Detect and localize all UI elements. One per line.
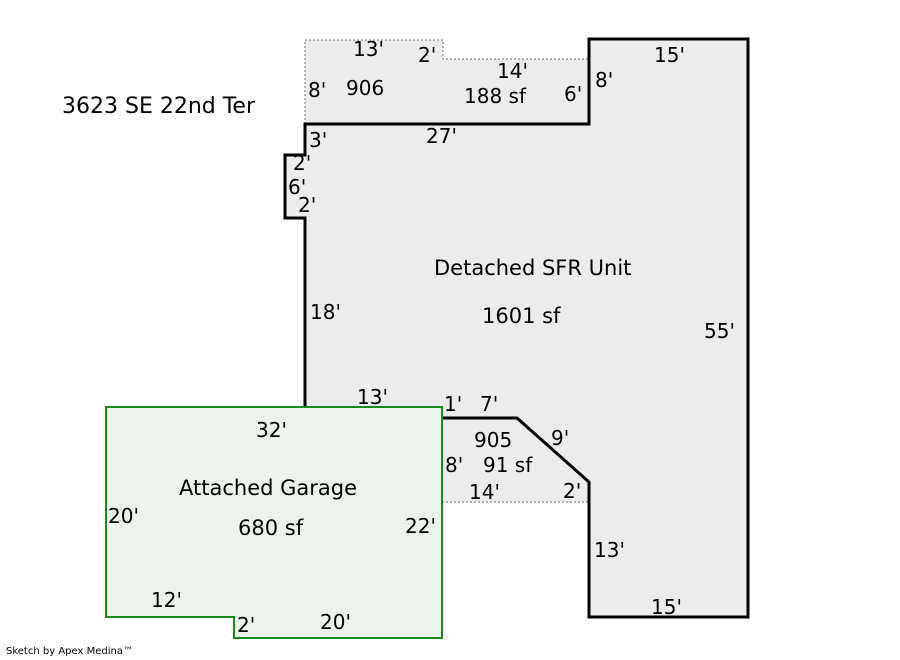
dim-label: 3' (309, 128, 328, 152)
dim-label: 8' (595, 68, 614, 92)
dim-label: 8' (308, 78, 327, 102)
dim-label: 20' (320, 610, 351, 634)
garage-name: Attached Garage (179, 476, 358, 500)
dim-label: 13' (357, 385, 388, 409)
dim-label: 6' (564, 82, 583, 106)
dim-label: 22' (405, 514, 436, 538)
dim-label: 2' (237, 613, 256, 637)
dim-label: 15' (654, 43, 685, 67)
dim-label: 13' (594, 538, 625, 562)
dim-label: 14' (497, 59, 528, 83)
main-house-name: Detached SFR Unit (434, 256, 632, 280)
dim-label: 7' (480, 392, 499, 416)
area-906-code: 906 (346, 76, 385, 100)
garage-area: 680 sf (238, 516, 304, 540)
dim-label: 20' (108, 504, 139, 528)
main-house-area: 1601 sf (482, 304, 561, 328)
dim-label: 15' (651, 595, 682, 619)
main-house-outline (283, 37, 750, 619)
dim-label: 8' (445, 453, 464, 477)
dim-label: 6' (288, 175, 307, 199)
dim-label: 14' (469, 480, 500, 504)
dim-label: 55' (704, 319, 735, 343)
dim-label: 2' (418, 43, 437, 67)
address-label: 3623 SE 22nd Ter (62, 94, 256, 119)
dim-label: 2' (298, 193, 317, 217)
dim-label: 1' (444, 392, 463, 416)
garage-outline (105, 406, 443, 639)
dim-label: 9' (551, 426, 570, 450)
area-905-area: 91 sf (483, 453, 533, 477)
area-905-code: 905 (474, 428, 513, 452)
sketch-credit: Sketch by Apex Medina™ (6, 646, 133, 657)
main-house-fill (285, 39, 748, 617)
dim-label: 2' (293, 151, 312, 175)
dim-label: 12' (151, 588, 182, 612)
dim-label: 18' (310, 300, 341, 324)
dim-label: 13' (353, 37, 384, 61)
area-906-area: 188 sf (464, 84, 526, 108)
dim-label: 2' (563, 479, 582, 503)
dim-label: 32' (256, 418, 287, 442)
dim-label: 27' (426, 124, 457, 148)
